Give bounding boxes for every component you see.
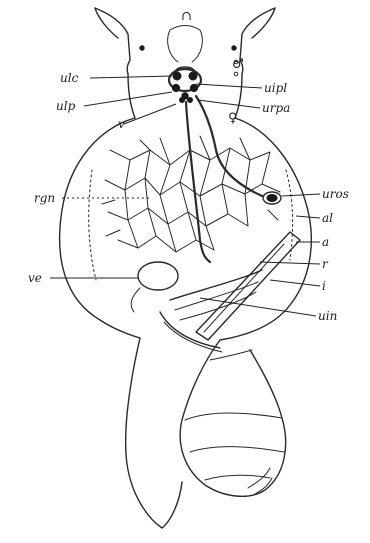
svg-text:ve: ve — [28, 271, 42, 285]
ureter — [160, 312, 222, 352]
svg-text:∩: ∩ — [181, 9, 192, 24]
svg-text:♀: ♀ — [228, 111, 238, 126]
ventricle-organ — [131, 262, 178, 312]
eye-spot-left — [140, 46, 144, 50]
svg-text:a: a — [322, 235, 329, 249]
svg-text:v: v — [118, 117, 125, 131]
osphradium — [263, 192, 281, 204]
label-urpa: urpa — [198, 100, 290, 115]
rectum-intestine — [170, 232, 300, 340]
label-a: a — [296, 235, 329, 249]
svg-text:rgn: rgn — [34, 191, 55, 205]
svg-text:i: i — [322, 279, 326, 293]
svg-text:r: r — [322, 257, 329, 271]
svg-text:uipl: uipl — [264, 81, 287, 95]
foot-tail — [126, 338, 182, 528]
svg-text:ulc: ulc — [60, 71, 79, 85]
label-ve: ve — [28, 271, 138, 285]
label-top-mark: ∩ — [181, 9, 192, 24]
shell-spire — [180, 340, 285, 496]
svg-text:al: al — [322, 211, 333, 225]
head-outline — [95, 8, 275, 118]
label-female-symbol: ♀ — [228, 111, 238, 126]
pallial-nerve — [186, 96, 262, 262]
svg-text:urpa: urpa — [262, 101, 290, 115]
label-ulc: ulc — [60, 71, 172, 85]
label-ulp: ulp — [56, 92, 172, 113]
label-al: al — [296, 211, 333, 225]
svg-text:uin: uin — [318, 309, 337, 323]
label-uin: uin — [200, 298, 337, 323]
eye-spot-right — [232, 46, 236, 50]
label-uros: uros — [282, 187, 349, 201]
label-rgn: rgn — [34, 191, 150, 205]
label-small-v: v — [118, 104, 176, 131]
svg-text:♂: ♂ — [232, 57, 244, 72]
label-i: i — [270, 279, 326, 293]
svg-text:uros: uros — [322, 187, 349, 201]
svg-text:ulp: ulp — [56, 99, 76, 113]
label-male-symbol: ♂ — [232, 57, 244, 72]
